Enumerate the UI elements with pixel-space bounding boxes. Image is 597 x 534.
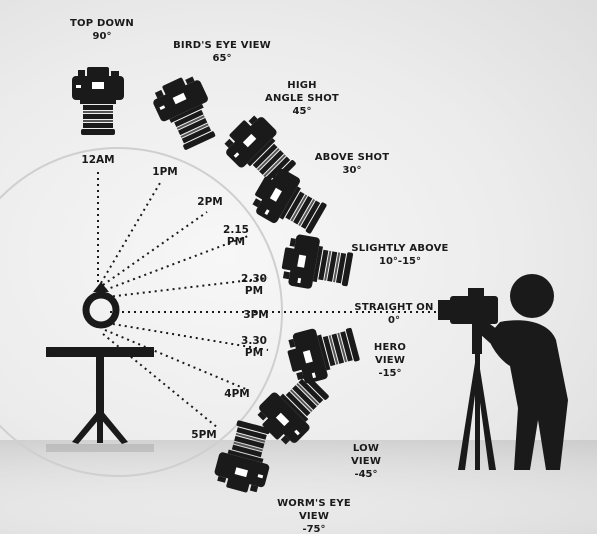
time-label: PM [245, 285, 263, 297]
shot-angle: 0° [388, 315, 400, 326]
time-label: 2.15 [223, 224, 249, 236]
time-label: 4PM [224, 388, 249, 400]
ray-4pm [105, 330, 248, 390]
shot-angle: 90° [93, 31, 112, 42]
shot-name: ABOVE SHOT [315, 152, 390, 163]
ray-2pm [103, 212, 207, 285]
camera-icon [148, 71, 224, 155]
time-label: 3PM [243, 309, 268, 321]
time-label: 12AM [81, 154, 114, 166]
shot-name: WORM'S EYE [277, 498, 351, 509]
shot-angle: 10°-15° [379, 256, 421, 267]
shot-name: TOP DOWN [70, 18, 134, 29]
shot-name: VIEW [351, 456, 381, 467]
time-label: 5PM [191, 429, 216, 441]
shot-name: VIEW [375, 355, 405, 366]
camera-icon [283, 319, 362, 387]
time-label: 1PM [152, 166, 177, 178]
shot-name: STRAIGHT ON [354, 302, 433, 313]
shot-name: VIEW [299, 511, 329, 522]
shot-name: LOW [353, 443, 379, 454]
shot-name: ANGLE SHOT [265, 93, 339, 104]
shot-angle: 65° [213, 53, 232, 64]
time-label: PM [227, 236, 245, 248]
ray-1pm [101, 183, 160, 283]
shot-angle: 45° [293, 106, 312, 117]
shot-angle: -15° [378, 368, 401, 379]
camera-icon [279, 232, 355, 295]
time-label: 2.30 [241, 273, 267, 285]
shot-angle: -75° [302, 524, 325, 534]
time-label: 2PM [197, 196, 222, 208]
time-label: PM [245, 347, 263, 359]
shot-name: BIRD'S EYE VIEW [173, 40, 271, 51]
shot-angle: 30° [343, 165, 362, 176]
shot-name: HIGH [287, 80, 316, 91]
photographer-camera-icon [438, 288, 498, 324]
shot-name: SLIGHTLY ABOVE [351, 243, 448, 254]
shot-name: HERO [374, 342, 406, 353]
time-label: 3.30 [241, 335, 267, 347]
table-icon [46, 347, 154, 452]
shot-angle: -45° [354, 469, 377, 480]
tripod-icon [458, 324, 496, 470]
camera-icon [72, 67, 124, 135]
